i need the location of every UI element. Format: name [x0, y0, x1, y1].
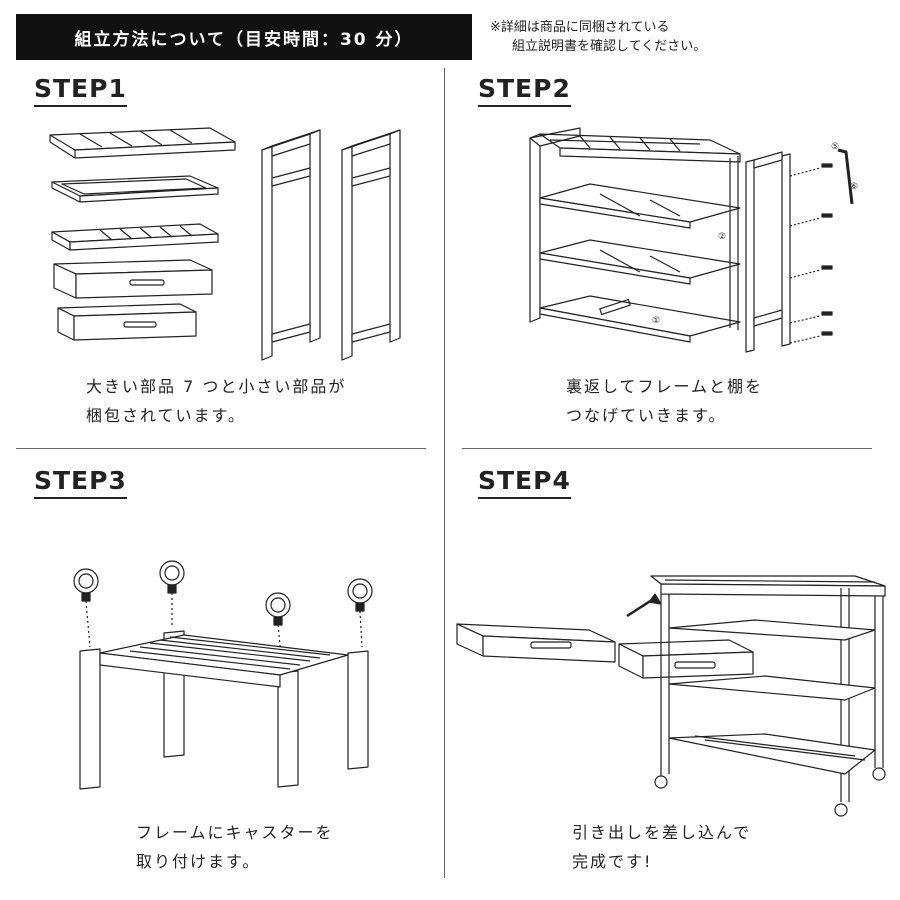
guide-lines — [86, 593, 362, 665]
top-board-part — [50, 128, 235, 158]
step1-line-2: 梱包されています。 — [86, 406, 246, 425]
horizontal-divider-right — [462, 448, 872, 449]
slatted-shelf-part — [52, 224, 218, 250]
note-line-1: ※詳細は商品に同梱されている — [490, 20, 670, 35]
upside-down-rack — [80, 631, 368, 789]
step3-line-1: フレームにキャスターを — [136, 823, 334, 842]
step2-description: 裏返してフレームと棚を つなげていきます。 — [566, 372, 763, 430]
upside-down-frame — [530, 128, 740, 322]
bottom-shelf — [540, 296, 740, 342]
callout-6: ⑥ — [850, 182, 859, 192]
front-legs — [730, 156, 738, 330]
shelf-board-part — [52, 176, 218, 202]
horizontal-divider-left — [16, 448, 426, 449]
callout-1: ① — [652, 316, 661, 326]
drawer-left — [457, 624, 615, 662]
assembly-title: 組立方法について（目安時間：30 分） — [74, 29, 414, 50]
side-frame-panel — [746, 152, 790, 352]
step3-label: STEP3 — [34, 466, 127, 499]
step1-label: STEP1 — [34, 74, 127, 107]
step2-label: STEP2 — [478, 74, 571, 107]
step4-line-2: 完成です! — [572, 852, 653, 871]
step3-description: フレームにキャスターを 取り付けます。 — [136, 818, 334, 876]
kitchen-wagon — [651, 576, 885, 816]
side-frame-part-1 — [262, 130, 320, 360]
assembly-title-bar: 組立方法について（目安時間：30 分） — [16, 14, 472, 60]
vertical-divider — [444, 68, 445, 878]
middle-shelf-2 — [540, 240, 740, 284]
drawer-part-2 — [58, 304, 196, 340]
callout-2: ② — [718, 232, 727, 242]
screw-heads — [822, 164, 832, 335]
middle-shelf-1 — [540, 184, 740, 228]
step4-label: STEP4 — [478, 466, 571, 499]
step2-line-2: つなげていきます。 — [566, 406, 727, 425]
note-line-2: 組立説明書を確認してください。 — [512, 39, 707, 54]
callout-5: ⑤ — [831, 142, 840, 152]
step3-caster-illustration — [60, 555, 390, 795]
step4-line-1: 引き出しを差し込んで — [572, 823, 752, 842]
details-note: ※詳細は商品に同梱されている 組立説明書を確認してください。 — [490, 18, 706, 56]
step2-frame-illustration — [520, 118, 860, 358]
insert-arrow-icon — [627, 594, 661, 616]
hex-wrench-icon — [838, 150, 852, 204]
screws — [790, 168, 820, 343]
step1-parts-illustration — [40, 120, 410, 370]
step2-line-1: 裏返してフレームと棚を — [566, 377, 764, 396]
caster-wheels-icon — [74, 561, 372, 625]
step1-line-1: 大きい部品 7 つと小さい部品が — [86, 377, 347, 396]
drawer-part-1 — [54, 260, 212, 298]
step1-description: 大きい部品 7 つと小さい部品が 梱包されています。 — [86, 372, 346, 430]
step4-description: 引き出しを差し込んで 完成です! — [572, 818, 751, 876]
step3-line-2: 取り付けます。 — [136, 852, 261, 871]
side-frame-part-2 — [342, 130, 400, 360]
step4-completed-illustration — [455, 560, 895, 820]
drawer-right — [619, 640, 753, 678]
